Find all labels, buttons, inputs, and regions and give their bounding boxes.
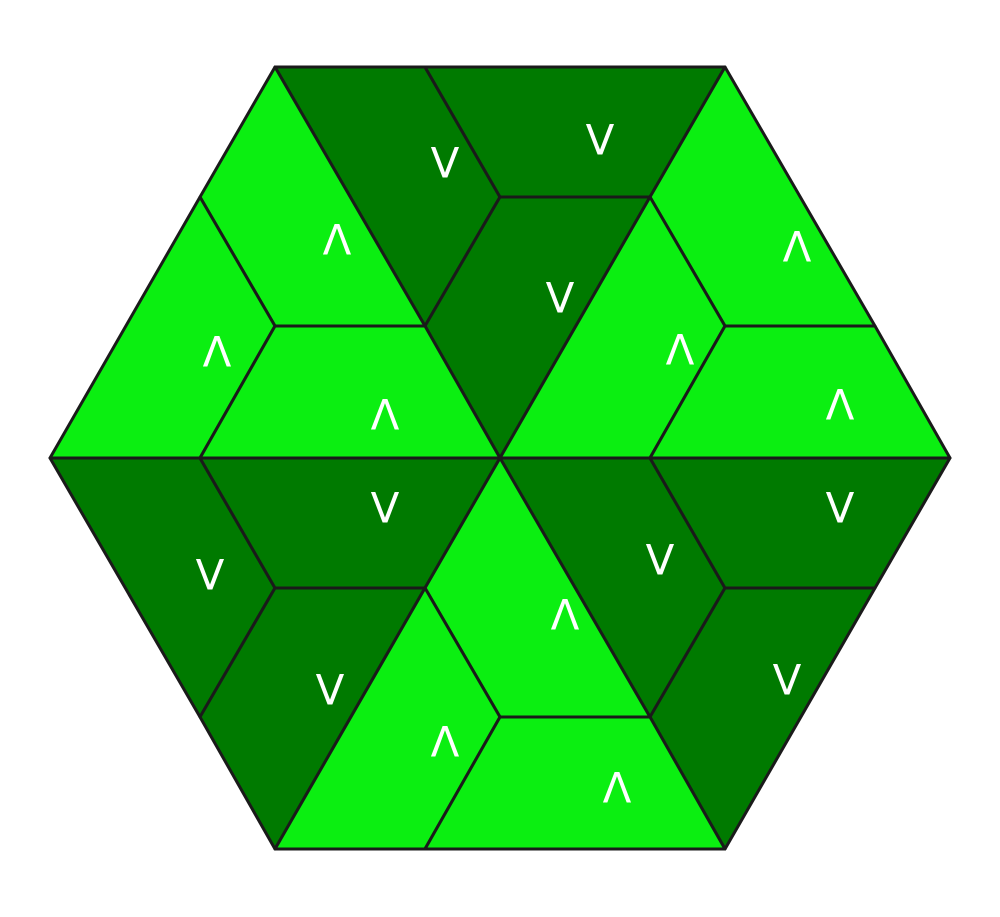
tile-arrow-label: V bbox=[826, 484, 855, 533]
tile-arrow-label: Λ bbox=[203, 328, 232, 377]
tile-arrow-label: V bbox=[371, 484, 400, 533]
tile-arrow-label: V bbox=[586, 116, 615, 165]
tile-arrow-label: Λ bbox=[551, 591, 580, 640]
tile-arrow-label: Λ bbox=[371, 391, 400, 440]
tile-arrow-label: V bbox=[316, 666, 345, 715]
tile-light[interactable] bbox=[423, 715, 727, 851]
tile-arrow-label: Λ bbox=[323, 216, 352, 265]
tile-arrow-label: V bbox=[646, 536, 675, 585]
tile-arrow-label: V bbox=[546, 274, 575, 323]
tile-arrow-label: V bbox=[773, 656, 802, 705]
tile-arrow-label: V bbox=[196, 551, 225, 600]
tile-arrow-label: Λ bbox=[603, 764, 632, 813]
tile-arrow-label: V bbox=[431, 139, 460, 188]
tile-arrow-label: Λ bbox=[826, 381, 855, 430]
tile-arrow-label: Λ bbox=[431, 718, 460, 767]
tile-arrow-label: Λ bbox=[666, 326, 695, 375]
tile-arrow-label: Λ bbox=[783, 223, 812, 272]
